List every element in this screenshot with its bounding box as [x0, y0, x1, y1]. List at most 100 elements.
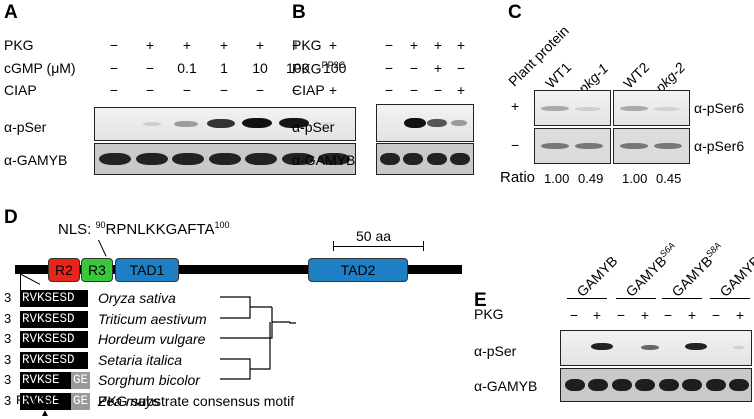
condition-sign: − — [663, 307, 673, 323]
panel-label-c: C — [508, 2, 522, 23]
ratio-value: 1.00 — [622, 171, 648, 186]
band — [403, 153, 423, 165]
blot-label-gamyb: α-GAMYB — [4, 152, 68, 168]
species-name: Setaria italica — [98, 351, 183, 368]
condition-sign: − — [384, 60, 394, 76]
residue-number: 3 — [4, 372, 12, 388]
condition-sign: − — [219, 82, 229, 98]
band — [620, 106, 648, 111]
condition-sign: + — [687, 307, 697, 323]
condition-sign: 100 — [323, 60, 347, 76]
band — [242, 118, 272, 128]
condition-sign: − — [255, 82, 265, 98]
sequence-variant: GE — [71, 393, 90, 410]
blot-label-pser6: α-pSer6 — [694, 138, 745, 154]
band — [612, 379, 632, 391]
band — [427, 153, 447, 165]
band — [575, 143, 603, 149]
condition-sign: − — [145, 82, 155, 98]
lane-label-wt1: WT1 — [542, 59, 575, 92]
band — [706, 379, 726, 391]
condition-sign: − — [109, 60, 119, 76]
condition-sign: + — [409, 37, 419, 53]
nls-annotation: NLS: 90RPNLKKGAFTA100 — [58, 220, 230, 238]
condition-sign: + — [182, 37, 192, 53]
condition-sign: + — [291, 37, 301, 53]
panel-label-d: D — [4, 207, 18, 228]
species-name: Oryza sativa — [98, 290, 176, 306]
blot-label-pser: α-pSer — [474, 343, 517, 359]
group-underline — [662, 298, 702, 299]
condition-sign: − — [384, 37, 394, 53]
ratio-value: 1.00 — [544, 171, 570, 186]
group-underline — [616, 298, 656, 299]
blot-a-pser — [94, 107, 356, 141]
motif-arrow-icon: ▲ — [40, 408, 50, 419]
band — [451, 120, 467, 126]
panel-label-b: B — [292, 2, 306, 23]
species-name: Triticum aestivum — [98, 310, 207, 327]
condition-sign: + — [145, 37, 155, 53]
condition-sign: + — [328, 82, 338, 98]
band — [245, 153, 277, 165]
condition-sign: + — [219, 37, 229, 53]
band — [207, 119, 235, 128]
condition-sign: + — [456, 37, 466, 53]
band — [174, 121, 198, 127]
band — [685, 343, 707, 350]
band — [641, 345, 659, 350]
scale-bar-label: 50 aa — [356, 228, 392, 244]
condition-sign: − — [569, 307, 579, 323]
band — [427, 119, 447, 127]
species-name: Sorghum bicolor — [98, 372, 200, 389]
domain-tad2: TAD2 — [308, 258, 408, 282]
condition-sign: − — [182, 82, 192, 98]
species-name: Zea mays — [98, 393, 160, 409]
row-label-plus: + — [511, 98, 520, 114]
blot-a-gamyb — [94, 143, 356, 175]
condition-sign: + — [255, 37, 265, 53]
blot-c-plus-left — [534, 90, 611, 126]
blot-b-pser — [376, 104, 474, 142]
sequence-block: RVKSE — [20, 372, 71, 390]
band — [591, 343, 613, 350]
scale-bar — [333, 246, 424, 247]
band — [282, 153, 314, 165]
condition-sign: − — [433, 82, 443, 98]
row-label-pkg: PKG — [292, 37, 322, 53]
condition-sign: − — [711, 307, 721, 323]
sequence-block: RVKSE — [20, 393, 71, 410]
sequence-block: RVKSESD — [20, 310, 88, 328]
lane-label-wt2: WT2 — [620, 59, 653, 92]
condition-sign: + — [735, 307, 745, 323]
condition-sign: − — [291, 82, 301, 98]
ratio-value: 0.45 — [656, 171, 682, 186]
band — [143, 122, 161, 126]
residue-number: 3 — [4, 393, 12, 408]
condition-sign: + — [433, 37, 443, 53]
row-label-pkg: PKG — [474, 306, 504, 322]
band — [654, 143, 682, 149]
nls-connector — [98, 239, 107, 257]
blot-label-gamyb: α-GAMYB — [292, 152, 356, 168]
band — [588, 379, 608, 391]
residue-number: 3 — [4, 331, 12, 347]
band — [733, 346, 745, 349]
domain-r2: R2 — [48, 258, 80, 282]
blot-label-pser6: α-pSer6 — [694, 100, 745, 116]
row-label-minus: − — [511, 137, 520, 153]
condition-sign: 0.1 — [177, 60, 197, 76]
band — [729, 379, 749, 391]
residue-number: 3 — [4, 290, 12, 305]
band — [682, 379, 702, 391]
condition-sign: − — [456, 60, 466, 76]
row-label-pkg-pp2c: PKGPP2C — [292, 60, 346, 77]
zoom-line — [20, 274, 21, 294]
motif-label: RXXS/T — [16, 393, 63, 408]
group-underline — [567, 298, 607, 299]
condition-sign: − — [616, 307, 626, 323]
row-label-ciap: CIAP — [4, 82, 37, 98]
